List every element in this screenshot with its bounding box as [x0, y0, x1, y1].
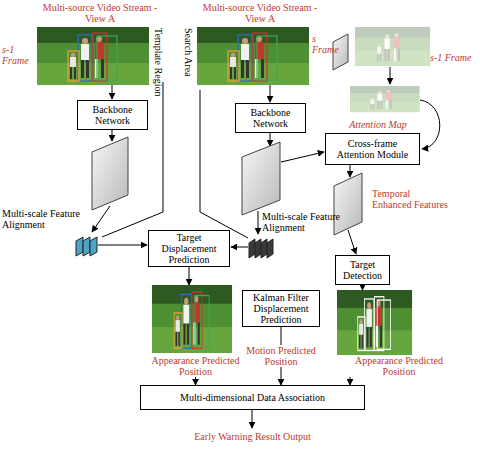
flow-arrow [390, 67, 391, 84]
annotation-label: s Frame [312, 33, 342, 55]
edge-label: Motion Predicted Position [241, 345, 321, 367]
layout-shape [358, 297, 391, 351]
frame-caption: Appearance Predicted Position [148, 355, 243, 377]
flow-arrow [112, 85, 113, 99]
prediction-frame-node: Appearance Predicted Position [335, 290, 447, 377]
process-box: Target Displacement Prediction [148, 230, 230, 267]
box-text: Kalman Filter Displacement Prediction [245, 292, 317, 325]
flow-arrow [112, 130, 113, 141]
layout-shape [337, 290, 412, 355]
flow-arrow [98, 245, 147, 246]
process-box: Multi-dimensional Data Association [140, 385, 365, 410]
annotation-label: Temporal Enhanced Features [372, 188, 452, 210]
layout-shape [197, 27, 309, 85]
annotation-label: Multi-scale Feature Alignment [262, 211, 350, 233]
flow-arrow [270, 85, 271, 102]
process-box: Cross-frame Attention Module [325, 133, 420, 165]
flow-connector [189, 267, 190, 285]
annotation-label: Attention Map [338, 119, 418, 130]
prediction-frame [152, 285, 232, 353]
box-text: Backbone Network [80, 104, 145, 126]
annotation-label: s-1 Frame [2, 44, 36, 66]
flow-arrow [270, 133, 271, 146]
box-text: Target Detection [338, 259, 387, 281]
attention-map-image [350, 86, 419, 112]
annotation-label: Early Warning Result Output [160, 431, 345, 442]
layout-shape [152, 285, 232, 353]
prediction-frame-node: Appearance Predicted Position [148, 285, 243, 377]
box-text: Target Displacement Prediction [151, 232, 227, 265]
layout-shape [76, 237, 83, 256]
flow-connector [362, 285, 363, 290]
flow-arrow [281, 152, 324, 162]
flow-connector [195, 377, 196, 385]
feature-map [92, 137, 128, 210]
annotation-label: s-1 Frame [430, 52, 474, 63]
layout-shape [68, 33, 117, 81]
layout-shape [267, 239, 273, 258]
video-frame [197, 27, 309, 85]
layout-shape [261, 239, 267, 258]
flow-connector [350, 377, 351, 385]
box-text: Cross-frame Attention Module [328, 138, 417, 160]
faded-frame [355, 27, 430, 66]
flow-arrow [350, 165, 351, 177]
annotation-label: Template Region [153, 28, 164, 96]
process-box: Kalman Filter Displacement Prediction [242, 290, 320, 327]
annotation-label: Multi-source Video Stream - View A [195, 2, 325, 24]
flow-arrow [348, 230, 356, 254]
aligned-features [76, 237, 97, 256]
layout-shape [228, 33, 277, 81]
curved-arrow [420, 100, 440, 149]
flow-arrow [258, 211, 259, 234]
feature-map [242, 142, 280, 215]
annotation-label: Multi-scale Feature Alignment [2, 208, 82, 230]
annotation-label: Multi-source Video Stream - View A [35, 2, 165, 24]
layout-shape [355, 27, 430, 66]
layout-shape [37, 27, 149, 85]
process-box: Target Detection [335, 255, 390, 285]
layout-shape [90, 237, 97, 256]
frame-caption: Appearance Predicted Position [335, 355, 447, 377]
flow-arrow [231, 247, 248, 248]
aligned-features [249, 239, 273, 258]
video-frame [37, 27, 149, 85]
flow-arrow [92, 206, 110, 232]
layout-shape [83, 237, 90, 256]
box-text: Multi-dimensional Data Association [180, 392, 325, 403]
process-box: Backbone Network [77, 100, 148, 130]
prediction-frame [337, 290, 412, 355]
output-arrow [252, 410, 253, 428]
layout-shape [174, 292, 209, 348]
process-box: Backbone Network [235, 103, 306, 133]
annotation-label: Search Area [183, 28, 194, 77]
feature-map [334, 173, 362, 235]
layout-shape [350, 86, 419, 112]
layout-shape [255, 239, 261, 258]
box-text: Backbone Network [238, 107, 303, 129]
layout-shape [249, 239, 255, 258]
